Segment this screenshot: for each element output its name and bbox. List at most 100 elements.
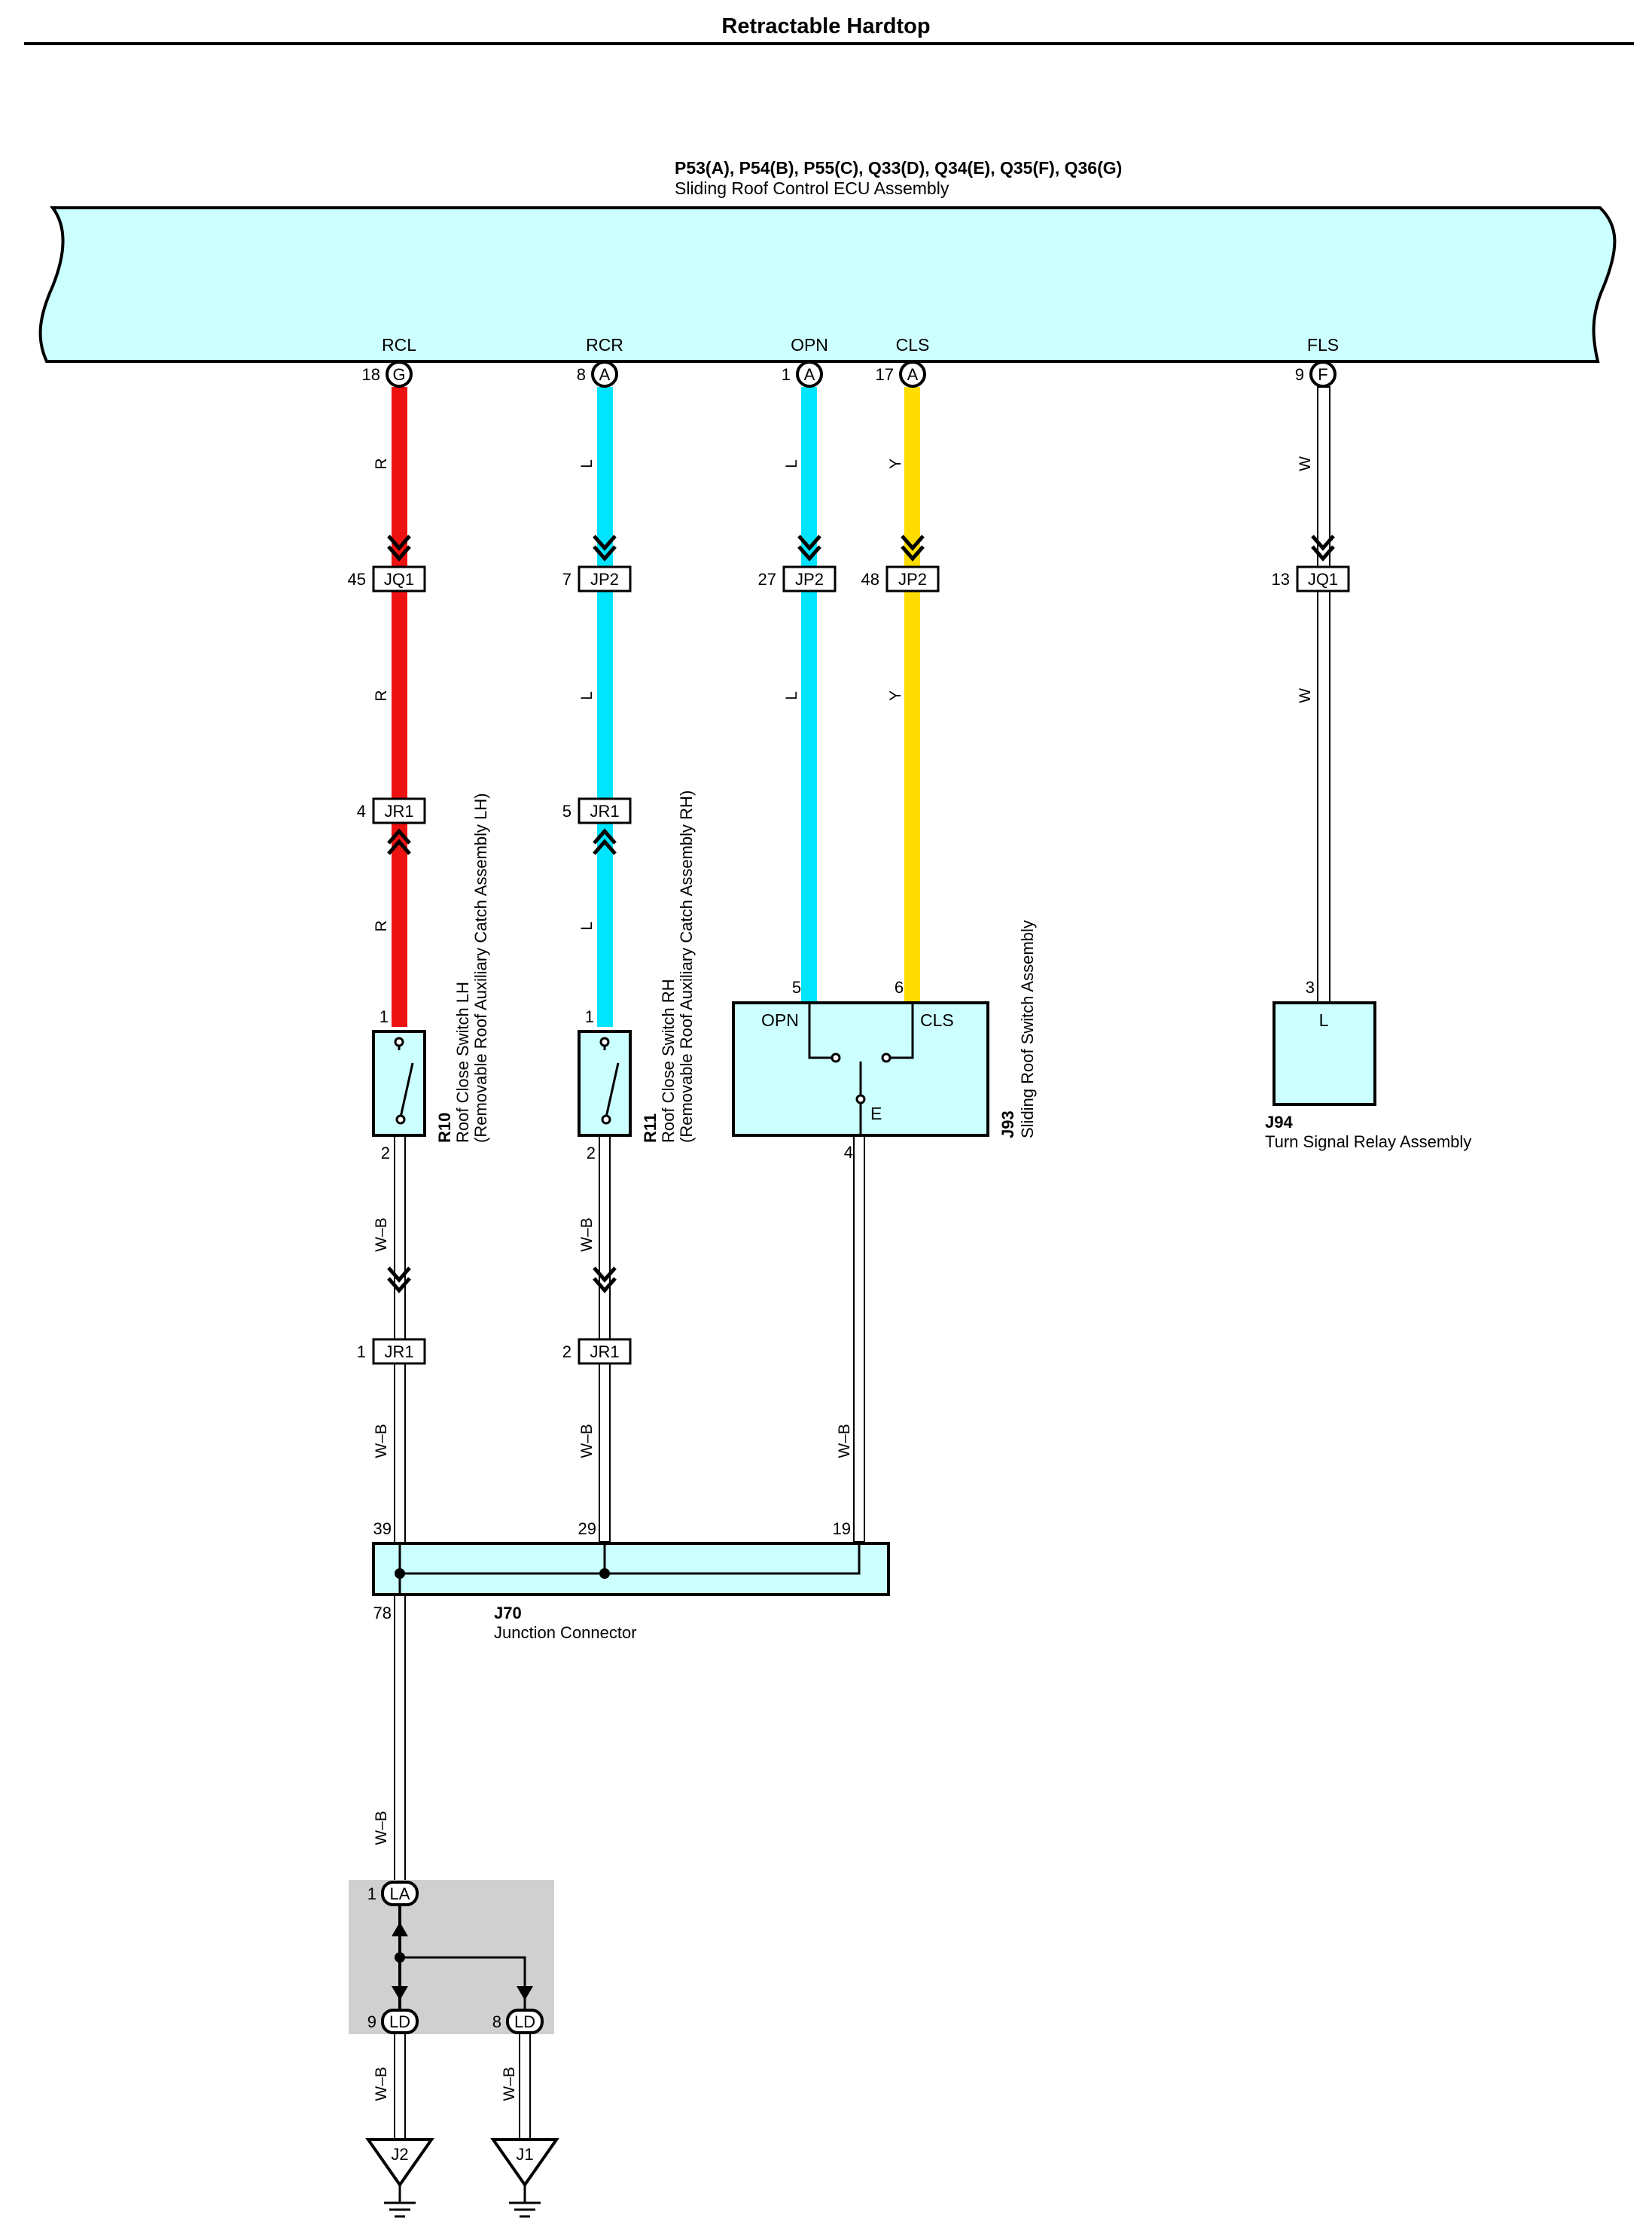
splice-connector-ld-9[interactable]: LD 9 (367, 2009, 419, 2034)
r11-name: Roof Close Switch RH (659, 979, 678, 1143)
inline-connector-jr1-1[interactable]: JR1 1 (357, 1338, 426, 1365)
component-j94[interactable]: 3 L J94 Turn Signal Relay Assembly (1265, 978, 1471, 1151)
wire-code-gnd-3: W–B (501, 2067, 518, 2101)
inline-connector-jp2-7[interactable]: JP2 7 (562, 565, 632, 593)
r10-pin-top: 1 (379, 1007, 389, 1026)
wire-code-opn-2: L (783, 691, 800, 700)
connector-name: JQ1 (384, 570, 414, 589)
ecu-terminal-fls[interactable]: F 9 (1295, 361, 1337, 388)
terminal-cls-pin: 17 (876, 365, 894, 384)
j70-pin-78: 78 (373, 1604, 392, 1622)
switch-contact-icon (605, 1062, 620, 1118)
j93-pin-e: 4 (844, 1143, 853, 1162)
j94-name: Turn Signal Relay Assembly (1265, 1132, 1471, 1151)
connector-pin: 45 (348, 570, 366, 589)
ground-j1[interactable]: J1 (490, 2138, 559, 2218)
r10-name: Roof Close Switch LH (453, 982, 472, 1143)
component-r10[interactable]: 1 2 R10 Roof Close Switch LH (Removable … (372, 793, 490, 1162)
inline-connector-jr1-5[interactable]: JR1 5 (562, 797, 632, 824)
terminal-rcr-label: RCR (586, 335, 623, 355)
connector-name: JP2 (795, 570, 824, 589)
ecu-terminal-rcl[interactable]: G 18 (362, 361, 413, 388)
splice-connector-la[interactable]: LA 1 (367, 1881, 419, 1906)
ground-j2[interactable]: J2 (365, 2138, 434, 2218)
wire-code-gnd-1: W–B (373, 1811, 390, 1845)
component-r11[interactable]: 1 2 R11 Roof Close Switch RH (Removable … (578, 791, 696, 1162)
wire-code-rcl-5: W–B (373, 1424, 390, 1458)
inline-connector-jp2-27[interactable]: JP2 27 (758, 565, 837, 593)
wire-fls-white[interactable] (1317, 386, 1330, 1004)
page-title: Retractable Hardtop (721, 14, 930, 38)
inline-connector-jr1-2[interactable]: JR1 2 (562, 1338, 632, 1365)
connector-name: JP2 (590, 570, 619, 589)
wire-code-cls-1: Y (887, 458, 904, 469)
switch-contact-icon (399, 1062, 414, 1118)
wire-code-j93: W–B (836, 1424, 853, 1458)
connector-name: JQ1 (1308, 570, 1338, 589)
ld-name: LD (514, 2012, 535, 2031)
ecu-terminal-cls[interactable]: A 17 (876, 361, 926, 388)
terminal-rcl-label: RCL (382, 335, 416, 355)
wire-opn-blue[interactable] (801, 387, 817, 1003)
la-pin: 1 (367, 1884, 376, 1903)
connector-pin: 4 (357, 802, 366, 821)
component-j70[interactable]: 39 29 19 78 J70 Junction Connector (372, 1519, 890, 1642)
r11-id: R11 (641, 1113, 660, 1143)
r10-sub: (Removable Roof Auxiliary Catch Assembly… (471, 793, 490, 1143)
connector-name: JR1 (590, 802, 619, 821)
ground-triangle-icon (490, 2138, 559, 2188)
ld-pin: 9 (367, 2012, 376, 2031)
ground-j2-label: J2 (391, 2145, 408, 2164)
inline-connector-jp2-48[interactable]: JP2 48 (861, 565, 940, 593)
terminal-rcl-conn: G (392, 365, 405, 384)
wire-code-fls-1: W (1297, 456, 1314, 471)
la-name: LA (390, 1884, 410, 1903)
ecu-connectors-label: P53(A), P54(B), P55(C), Q33(D), Q34(E), … (675, 158, 1122, 178)
j93-label-cls: CLS (920, 1010, 954, 1030)
j93-pin-opn: 5 (792, 978, 801, 997)
inline-connector-jr1-4[interactable]: JR1 4 (357, 797, 426, 824)
wire-rcl-red[interactable] (392, 387, 407, 1027)
terminal-fls-conn: F (1318, 365, 1327, 384)
wire-code-fls-2: W (1297, 688, 1314, 703)
splice-connector-ld-8[interactable]: LD 8 (492, 2009, 544, 2034)
connector-name: JP2 (898, 570, 927, 589)
connector-pin: 7 (562, 570, 571, 589)
wire-code-cls-2: Y (887, 690, 904, 701)
j94-pin: 3 (1306, 978, 1315, 997)
terminal-rcr-conn: A (599, 365, 611, 384)
terminal-fls-label: FLS (1307, 335, 1339, 355)
ecu-terminal-opn[interactable]: A 1 (782, 361, 823, 388)
wire-cls-yellow[interactable] (904, 387, 920, 1003)
terminal-cls-conn: A (907, 365, 919, 384)
inline-connector-jq1-45[interactable]: JQ1 45 (348, 565, 426, 593)
splice-block[interactable]: LA 1 LD 9 LD 8 (349, 1880, 554, 2034)
chevrons-down (387, 535, 1335, 1293)
ecu-name-label: Sliding Roof Control ECU Assembly (675, 178, 949, 198)
arrow-down-icon (517, 1986, 533, 2000)
inline-connector-jq1-13[interactable]: JQ1 13 (1272, 565, 1350, 593)
wire-rcr-blue[interactable] (597, 387, 613, 1027)
terminal-cls-label: CLS (896, 335, 930, 355)
connector-name: JR1 (384, 1342, 413, 1361)
ecu-terminal-rcr[interactable]: A 8 (577, 361, 618, 388)
terminal-fls-pin: 9 (1295, 365, 1304, 384)
wire-code-rcr-2: L (578, 691, 596, 700)
wire-code-rcl-3: R (373, 920, 390, 931)
j70-pin-19: 19 (833, 1519, 851, 1538)
wire-code-opn-1: L (783, 459, 800, 468)
component-j93[interactable]: 5 6 OPN CLS E 4 J93 Sliding Roof Switch … (732, 920, 1037, 1162)
terminal-rcl-pin: 18 (362, 365, 380, 384)
wire-gnd-j1-wb[interactable] (519, 2018, 531, 2152)
connector-pin: 13 (1272, 570, 1290, 589)
ground-triangle-icon (365, 2138, 434, 2188)
j70-name: Junction Connector (494, 1623, 637, 1642)
j94-id: J94 (1265, 1113, 1293, 1132)
r10-pin-bottom: 2 (381, 1144, 390, 1162)
connector-pin: 5 (562, 802, 571, 821)
r11-sub: (Removable Roof Auxiliary Catch Assembly… (677, 791, 696, 1143)
wire-j93-wb[interactable] (853, 1135, 865, 1543)
terminal-opn-conn: A (804, 365, 815, 384)
j93-label-e: E (870, 1104, 882, 1123)
